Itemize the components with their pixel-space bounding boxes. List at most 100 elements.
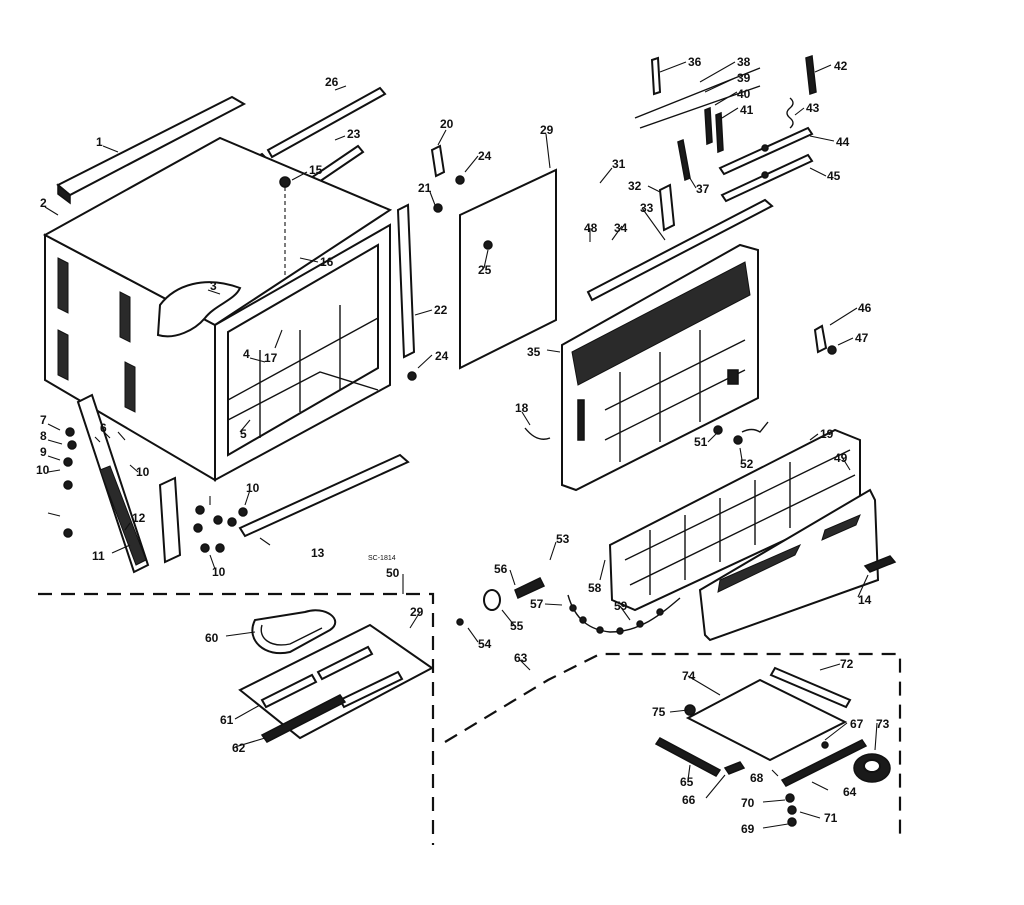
- callout-3: 3: [210, 279, 217, 293]
- cabinet-top-face: [42, 136, 393, 327]
- screw-15: [279, 176, 291, 188]
- strip-64: [780, 739, 868, 787]
- callout-10a: 10: [36, 463, 50, 477]
- strip-61b: [316, 645, 374, 681]
- strip-72: [769, 666, 852, 709]
- strip-61c: [338, 670, 404, 709]
- callout-24a: 24: [478, 149, 492, 163]
- callout-73: 73: [876, 717, 890, 731]
- callout-44: 44: [836, 135, 850, 149]
- callout-67: 67: [850, 717, 864, 731]
- divider-22: [396, 203, 416, 359]
- callout-58: 58: [588, 581, 602, 595]
- callout-38: 38: [737, 55, 751, 69]
- callout-26: 26: [325, 75, 339, 89]
- callout-75: 75: [652, 705, 666, 719]
- callout-70: 70: [741, 796, 755, 810]
- cabinet-front-opening: [227, 243, 379, 457]
- rail-13: [238, 453, 410, 538]
- bracket-41: [715, 111, 724, 154]
- callout-37: 37: [696, 182, 710, 196]
- callout-23: 23: [347, 127, 361, 141]
- callout-1: 1: [96, 135, 103, 149]
- callout-33: 33: [640, 201, 654, 215]
- panel-29: [459, 168, 557, 370]
- callout-41: 41: [740, 103, 754, 117]
- callout-9: 9: [40, 445, 47, 459]
- callout-65: 65: [680, 775, 694, 789]
- callout-16: 16: [320, 255, 334, 269]
- cabinet-louvers: [57, 257, 136, 413]
- clip-14: [863, 555, 897, 573]
- callout-12: 12: [132, 511, 146, 525]
- front-panel-group: [456, 54, 897, 642]
- clip-37: [677, 138, 691, 182]
- callout-46: 46: [858, 301, 872, 315]
- callout-31: 31: [612, 157, 626, 171]
- callout-15: 15: [309, 163, 323, 177]
- callout-29b: 29: [410, 605, 424, 619]
- clip-66: [723, 761, 746, 775]
- mounting-rail-12: [158, 476, 182, 564]
- bracket-40: [704, 106, 713, 146]
- callout-2: 2: [40, 196, 47, 210]
- callout-18: 18: [515, 401, 529, 415]
- control-knob: [577, 399, 585, 441]
- side-bracket-11-grip: [99, 465, 147, 566]
- clip-32: [658, 183, 676, 232]
- callout-45: 45: [827, 169, 841, 183]
- callout-22: 22: [434, 303, 448, 317]
- bracket-46: [813, 324, 828, 354]
- callout-6: 6: [100, 421, 107, 435]
- callout-52: 52: [740, 457, 754, 471]
- callout-11: 11: [92, 549, 105, 563]
- leader-lines: [44, 61, 878, 829]
- hardware-stack-left: [63, 427, 248, 553]
- callout-39: 39: [737, 71, 751, 85]
- callout-43: 43: [806, 101, 820, 115]
- callout-14: 14: [858, 593, 872, 607]
- callout-25: 25: [478, 263, 492, 277]
- trim-36: [650, 56, 662, 96]
- cabinet-group: SC-1814: [42, 86, 557, 574]
- strip-65: [654, 737, 722, 777]
- callout-5: 5: [240, 427, 247, 441]
- callout-54: 54: [478, 637, 492, 651]
- callout-4: 4: [243, 347, 250, 361]
- callout-64: 64: [843, 785, 857, 799]
- spring-56: [514, 577, 546, 600]
- callout-13: 13: [311, 546, 325, 560]
- callout-66: 66: [682, 793, 696, 807]
- cabinet-cutaway: [156, 281, 242, 338]
- callout-20: 20: [440, 117, 454, 131]
- rail-26: [266, 86, 387, 159]
- callout-47: 47: [855, 331, 869, 345]
- callout-21: 21: [418, 181, 432, 195]
- callout-68: 68: [750, 771, 764, 785]
- rail-33: [586, 198, 774, 302]
- base-plate-74: [685, 678, 848, 762]
- callout-69: 69: [741, 822, 755, 836]
- callout-74: 74: [682, 669, 696, 683]
- callout-10d: 10: [212, 565, 226, 579]
- callout-40: 40: [737, 87, 751, 101]
- callout-labels: 1 2 3 4 5 6 7 8 9 10 10 10 10 11 12 13 1…: [36, 55, 890, 836]
- top-angle-bar-side: [57, 183, 71, 205]
- callout-59: 59: [614, 599, 628, 613]
- callout-35: 35: [527, 345, 541, 359]
- callout-56: 56: [494, 562, 508, 576]
- callout-19: 19: [820, 427, 834, 441]
- gasket-loop-60: [251, 609, 337, 655]
- callout-7: 7: [40, 413, 47, 427]
- front-panel-grille: [571, 261, 751, 386]
- strip-61a: [260, 673, 318, 709]
- callout-48: 48: [584, 221, 598, 235]
- callout-51: 51: [694, 435, 708, 449]
- callout-24b: 24: [435, 349, 449, 363]
- callout-60: 60: [205, 631, 219, 645]
- callout-49: 49: [834, 451, 848, 465]
- callout-10c: 10: [246, 481, 260, 495]
- section-boundaries: [38, 592, 902, 845]
- callout-32: 32: [628, 179, 642, 193]
